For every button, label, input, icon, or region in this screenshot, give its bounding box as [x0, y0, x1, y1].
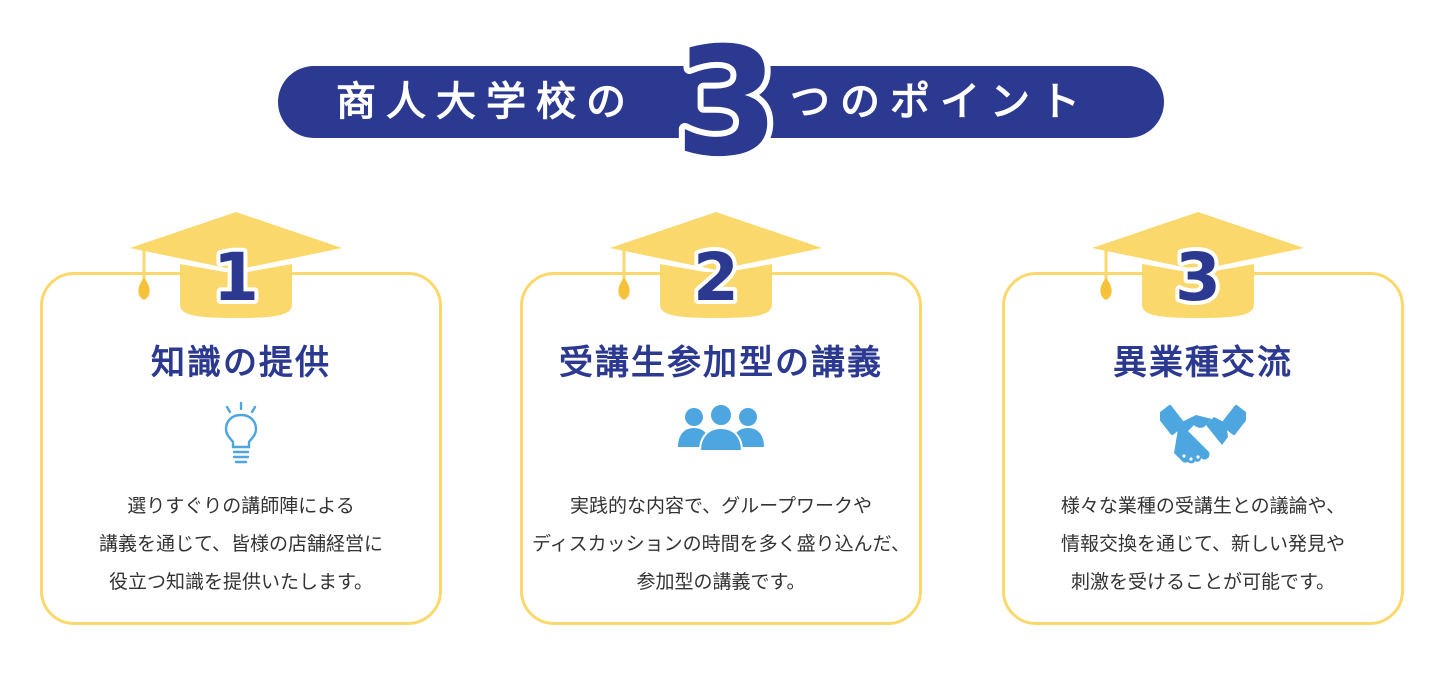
point-number: 1 [213, 239, 259, 316]
card-title: 異業種交流 [1113, 343, 1293, 383]
banner-title-left: 商人大学校の [336, 79, 636, 125]
description-line: 講義を通じて、皆様の店舗経営に [98, 533, 384, 555]
people-group-icon [678, 403, 764, 452]
banner-number: 3 [672, 26, 782, 176]
point-number: 3 [1175, 239, 1221, 316]
handshake-icon [1160, 405, 1246, 464]
description-line: 参加型の講義です。 [636, 571, 806, 593]
description-line: 役立つ知識を提供いたします。 [108, 571, 374, 593]
description-line: 実践的な内容で、グループワークや [569, 495, 873, 517]
card-title: 知識の提供 [151, 343, 331, 383]
card-title: 受講生参加型の講義 [559, 343, 883, 383]
description-line: 刺激を受けることが可能です。 [1070, 571, 1336, 593]
description-line: ディスカッションの時間を多く盛り込んだ、 [531, 533, 911, 555]
point-card-1: 知識の提供 選りすぐりの講師陣による 講義を通じて、皆様の店舗経営に 役立つ知識… [40, 272, 442, 625]
banner-number-text: 3 [675, 26, 779, 176]
card-description: 実践的な内容で、グループワークや ディスカッションの時間を多く盛り込んだ、 参加… [523, 487, 919, 601]
point-card-3: 異業種交流 様々な業種の受講生との議論や、 情報交換を通じて、新しい発見や 刺激… [1002, 272, 1404, 625]
graduation-cap-icon: 2 [610, 212, 822, 320]
banner-title-right: つのポイント [790, 79, 1090, 125]
graduation-cap-icon: 1 [130, 212, 342, 320]
card-description: 様々な業種の受講生との議論や、 情報交換を通じて、新しい発見や 刺激を受けること… [1005, 487, 1401, 601]
description-line: 情報交換を通じて、新しい発見や [1060, 533, 1346, 555]
title-banner: 商人大学校の つのポイント [278, 66, 1164, 138]
point-card-2: 受講生参加型の講義 実践的な内容で、グループワークや ディスカッションの時間を多… [520, 272, 922, 625]
description-line: 様々な業種の受講生との議論や、 [1060, 495, 1346, 517]
light-bulb-icon [224, 401, 258, 464]
description-line: 選りすぐりの講師陣による [127, 495, 355, 517]
graduation-cap-icon: 3 [1092, 212, 1304, 320]
card-description: 選りすぐりの講師陣による 講義を通じて、皆様の店舗経営に 役立つ知識を提供いたし… [43, 487, 439, 601]
point-number: 2 [693, 239, 739, 316]
